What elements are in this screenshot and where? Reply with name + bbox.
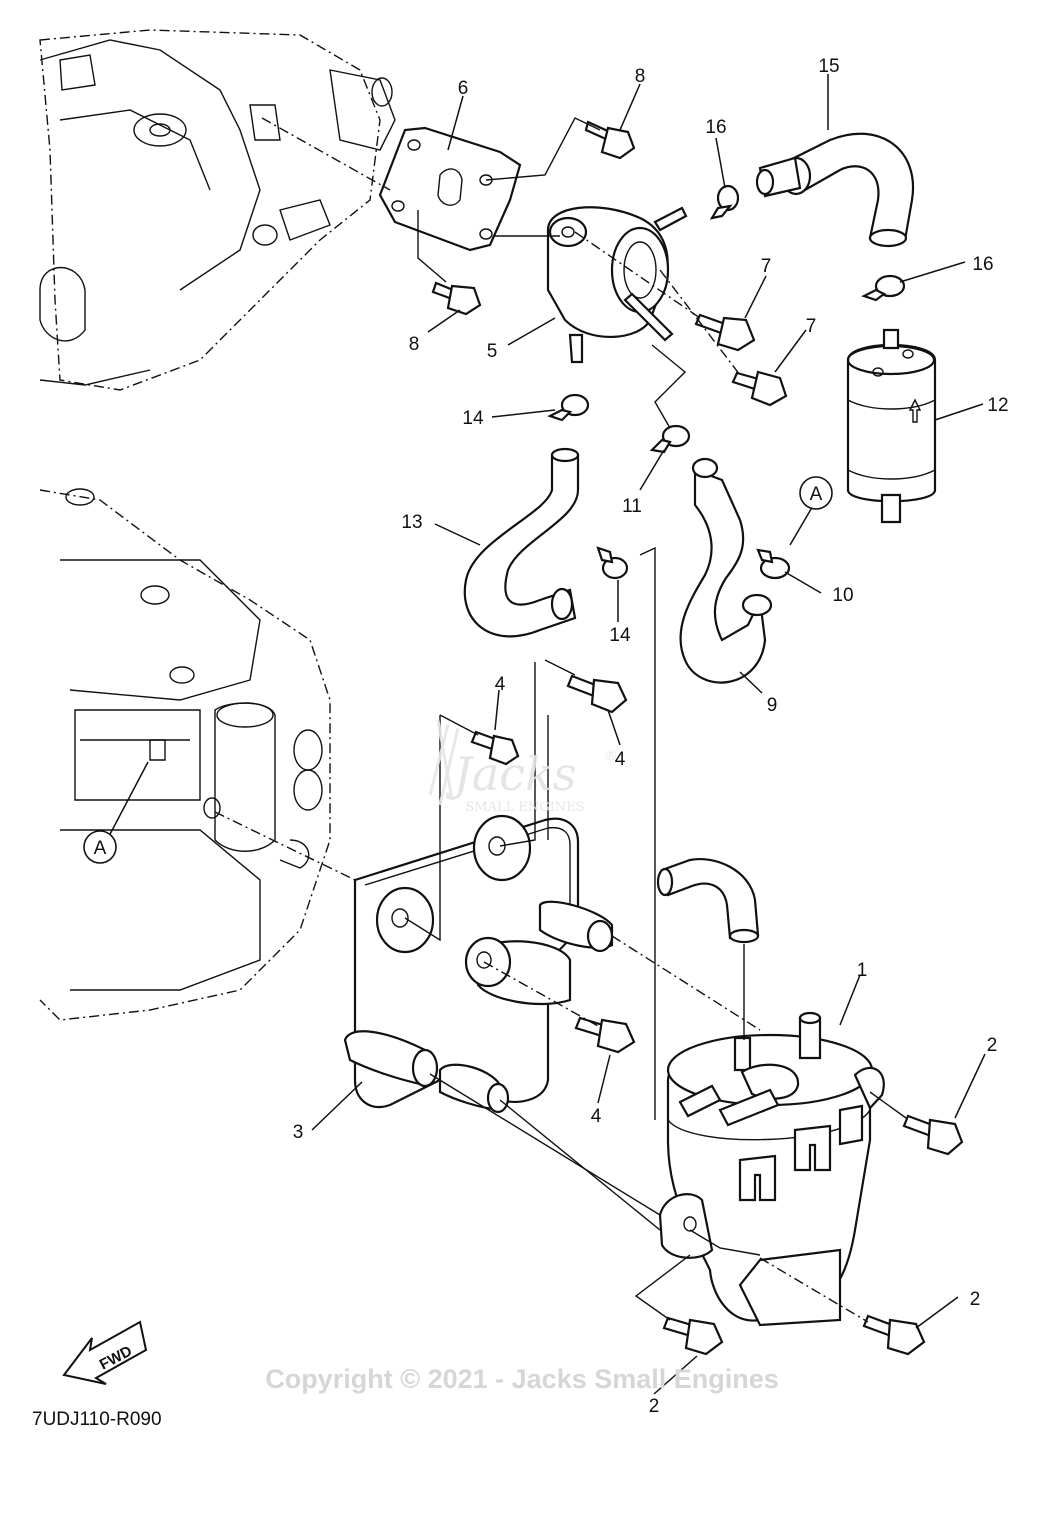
clamp-14-lower: [596, 546, 629, 580]
bolt-7-lower: [731, 370, 788, 407]
clamps: [547, 184, 906, 580]
callout-11: 11: [622, 496, 642, 517]
callout-4: 4: [495, 674, 506, 695]
leader-lines: [107, 74, 986, 1395]
callout-12: 12: [987, 395, 1008, 416]
fuel-hose-right: [679, 457, 773, 684]
fuel-hose-upper: [755, 132, 915, 248]
bolts: [431, 120, 964, 1356]
reference-marker-a-upper: A: [799, 476, 833, 510]
callout-7: 7: [806, 316, 817, 337]
bracket-plate: [378, 126, 522, 252]
svg-text:A: A: [810, 484, 823, 505]
bolt-2-right: [902, 1114, 964, 1156]
reference-marker-a-lower: A: [83, 830, 117, 864]
svg-text:®: ®: [604, 748, 618, 764]
fuel-cooler-assembly: [546, 206, 688, 364]
callout-8: 8: [635, 66, 646, 87]
fuel-filter: [846, 328, 937, 524]
svg-text:SMALL ENGINES: SMALL ENGINES: [465, 800, 584, 815]
callout-10: 10: [832, 585, 853, 606]
callout-16: 16: [972, 254, 993, 275]
callout-15: 15: [818, 56, 839, 77]
bolt-4-upper: [566, 674, 628, 714]
lower-engine-outline: [39, 488, 331, 1021]
bolt-2-bottom: [662, 1316, 724, 1356]
svg-text:A: A: [94, 838, 107, 859]
bolt-8-top: [584, 120, 636, 160]
callout-13: 13: [401, 512, 422, 533]
callout-2: 2: [987, 1035, 998, 1056]
clamp-16-top: [709, 184, 740, 220]
clamp-11: [649, 424, 691, 454]
callout-6: 6: [458, 78, 469, 99]
callout-8: 8: [409, 334, 420, 355]
callout-1: 1: [857, 960, 868, 981]
vapor-separator: [658, 1011, 885, 1327]
jacks-watermark: Jacks ® SMALL ENGINES: [428, 719, 618, 815]
bolt-2-lower-right: [862, 1314, 926, 1356]
callout-3: 3: [293, 1122, 304, 1143]
callout-4: 4: [591, 1106, 602, 1127]
clamp-16-right: [861, 274, 906, 302]
assembly-lines: [214, 117, 907, 1323]
bolt-4-lower: [574, 1016, 636, 1054]
callout-5: 5: [487, 341, 498, 362]
main-bracket: [343, 814, 614, 1114]
callout-14: 14: [609, 625, 631, 646]
diagram-code: 7UDJ110-R090: [32, 1409, 162, 1430]
callout-7: 7: [761, 256, 772, 277]
callout-14: 14: [462, 408, 484, 429]
bolt-8-bottom: [431, 281, 482, 316]
callout-2: 2: [649, 1396, 660, 1417]
bolt-4-middle: [470, 730, 520, 766]
bolt-7-upper: [694, 313, 756, 352]
callout-2: 2: [970, 1289, 981, 1310]
fwd-arrow-icon: FWD: [62, 1320, 148, 1385]
callout-16: 16: [705, 117, 726, 138]
clamp-10: [756, 548, 791, 580]
clamp-14-upper: [547, 393, 590, 422]
callout-9: 9: [767, 695, 778, 716]
upper-engine-outline: [39, 29, 396, 391]
callouts: 8 6 15 16 16 7 7 8 5 12 14 11 13 10 14 9…: [293, 56, 1009, 1417]
callout-4: 4: [615, 749, 626, 770]
fuel-hose-s: [463, 447, 580, 638]
vent-hose: [656, 857, 760, 944]
copyright-text: Copyright © 2021 - Jacks Small Engines: [265, 1364, 779, 1394]
svg-text:Jacks: Jacks: [445, 747, 576, 801]
